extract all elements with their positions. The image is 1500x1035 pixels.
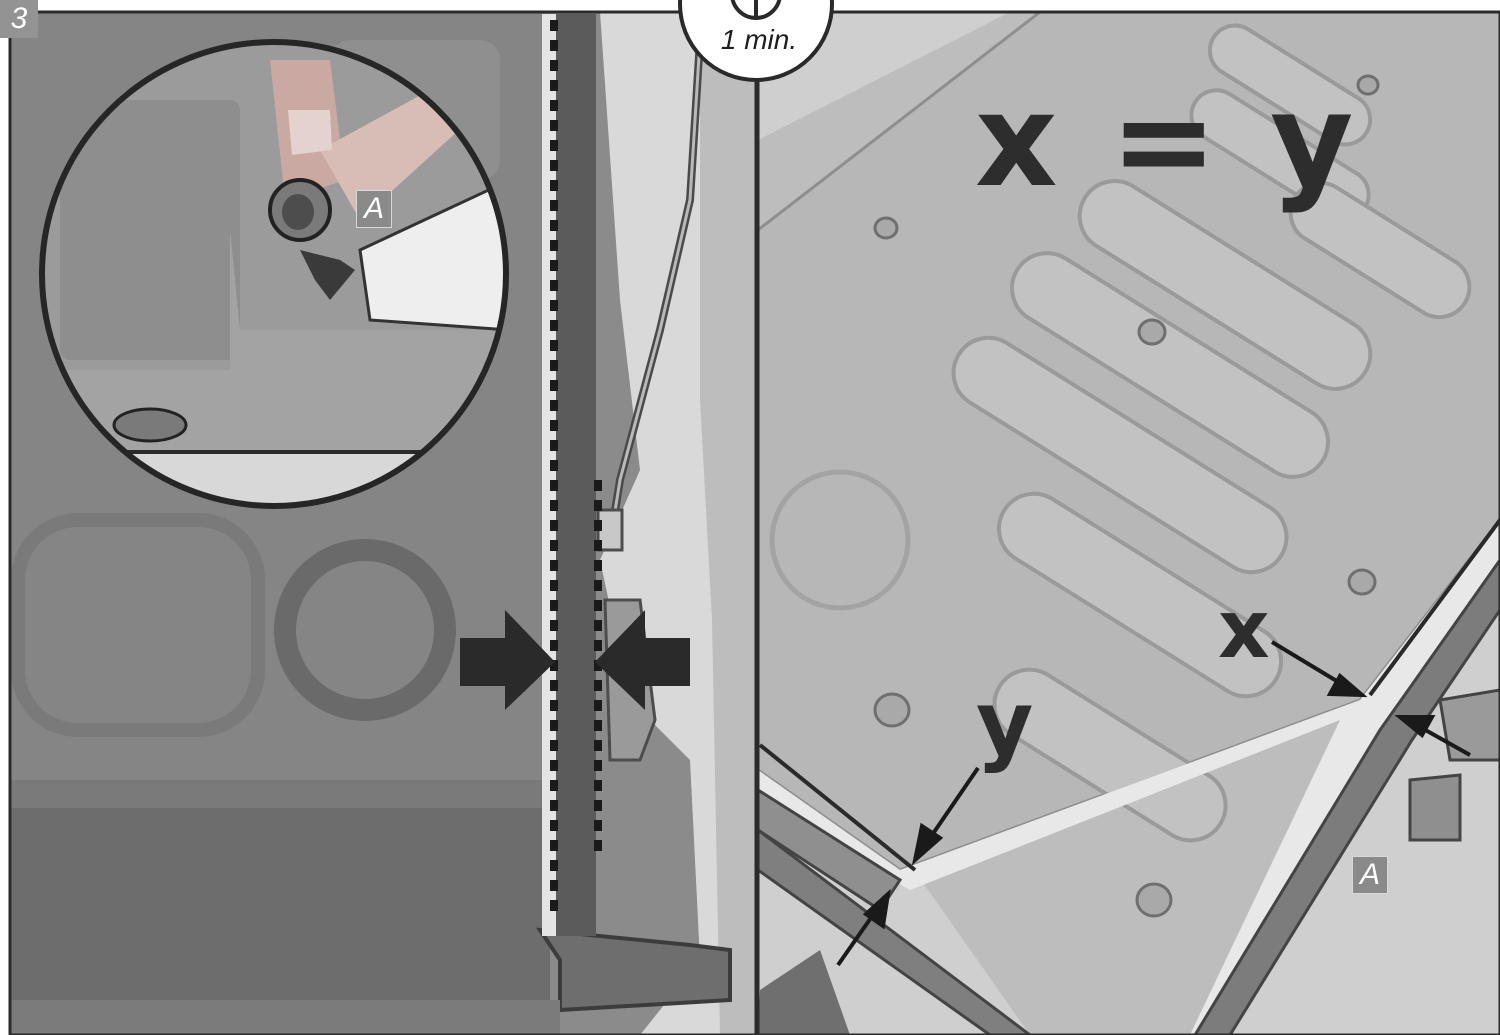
equation-label: x = y — [975, 78, 1357, 206]
step-number-badge: 3 — [0, 0, 38, 38]
part-a-label: A — [1352, 856, 1388, 894]
y-dimension-label: y — [976, 680, 1033, 768]
timer-label: 1 min. — [704, 24, 814, 56]
x-dimension-label: x — [1218, 590, 1270, 670]
part-a-label: A — [356, 190, 392, 228]
